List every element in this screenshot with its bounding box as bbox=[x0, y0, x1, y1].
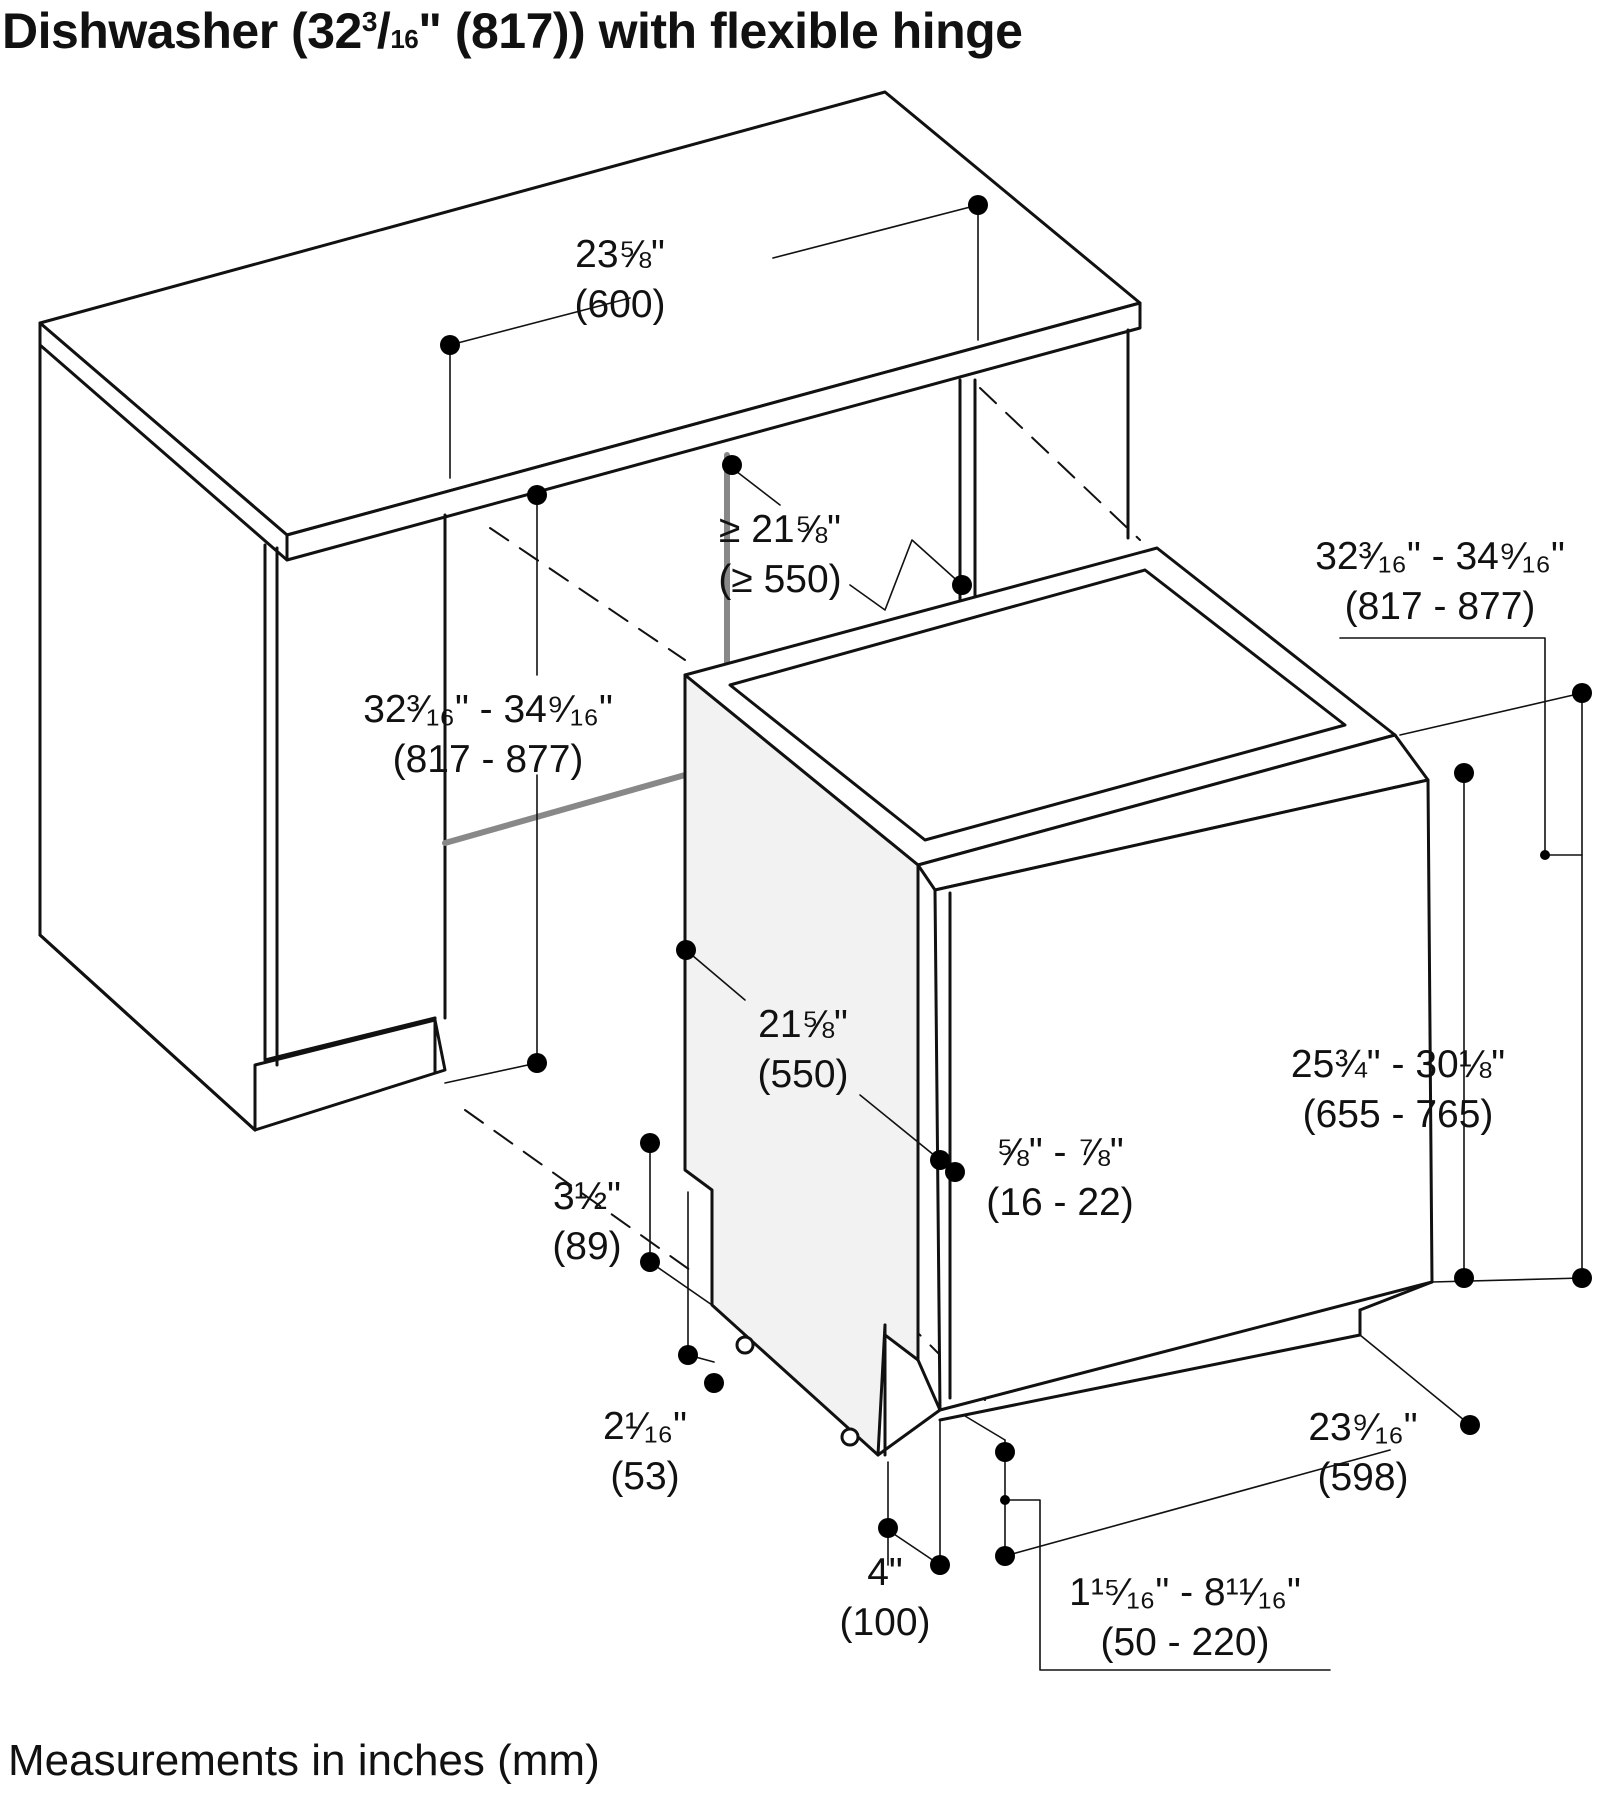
measurement-units-note: Measurements in inches (mm) bbox=[8, 1736, 600, 1785]
label-counter-depth-mm: (600) bbox=[574, 283, 666, 326]
label-width: 23⁹⁄₁₆" (598) bbox=[1283, 1403, 1443, 1503]
label-side-depth-inch: 21⅝" bbox=[758, 1003, 848, 1046]
label-toe-kick-mm: (100) bbox=[839, 1601, 931, 1644]
label-niche-height-mm: (817 - 877) bbox=[392, 738, 584, 781]
dishwasher-door bbox=[876, 733, 1434, 1457]
label-overall-height-inch: 32³⁄₁₆" - 34⁹⁄₁₆" bbox=[1315, 535, 1565, 578]
dishwasher-feet bbox=[735, 1335, 860, 1447]
label-counter-depth: 23⅝" (600) bbox=[535, 230, 705, 330]
label-niche-height: 32³⁄₁₆" - 34⁹⁄₁₆" (817 - 877) bbox=[323, 685, 653, 785]
label-plinth-height-mm: (50 - 220) bbox=[1100, 1621, 1270, 1664]
label-base-recess-inch: 3½" bbox=[552, 1175, 622, 1218]
label-door-height: 25¾" - 30⅛" (655 - 765) bbox=[1263, 1040, 1533, 1140]
label-niche-height-inch: 32³⁄₁₆" - 34⁹⁄₁₆" bbox=[363, 688, 613, 731]
label-toe-kick-inch: 4" bbox=[867, 1551, 903, 1594]
label-side-depth: 21⅝" (550) bbox=[718, 1000, 888, 1100]
label-base-step-inch: 2¹⁄₁₆" bbox=[603, 1405, 687, 1448]
dishwasher-top bbox=[683, 546, 1397, 867]
label-door-thickness: ⅝" - ⅞" (16 - 22) bbox=[965, 1128, 1155, 1228]
label-door-thickness-mm: (16 - 22) bbox=[986, 1181, 1134, 1224]
page-title: Dishwasher (323/16" (817)) with flexible… bbox=[2, 3, 1023, 59]
label-door-height-inch: 25¾" - 30⅛" bbox=[1290, 1043, 1506, 1086]
label-door-height-mm: (655 - 765) bbox=[1302, 1093, 1494, 1136]
label-plinth-height-inch: 1¹⁵⁄₁₆" - 8¹¹⁄₁₆" bbox=[1069, 1571, 1301, 1614]
label-side-depth-mm: (550) bbox=[757, 1053, 849, 1096]
label-min-depth-mm: (≥ 550) bbox=[718, 558, 842, 601]
right-cabinet-side bbox=[958, 328, 1130, 602]
label-width-inch: 23⁹⁄₁₆" bbox=[1308, 1406, 1418, 1449]
label-base-step-mm: (53) bbox=[610, 1455, 680, 1498]
niche-floor-line bbox=[442, 452, 730, 846]
label-base-recess: 3½" (89) bbox=[527, 1172, 647, 1272]
countertop bbox=[38, 90, 1142, 562]
label-min-depth-inch: ≥ 21⅝" bbox=[719, 508, 841, 551]
label-overall-height: 32³⁄₁₆" - 34⁹⁄₁₆" (817 - 877) bbox=[1275, 532, 1599, 632]
label-toe-kick: 4" (100) bbox=[825, 1548, 945, 1648]
label-overall-height-mm: (817 - 877) bbox=[1344, 585, 1536, 628]
label-width-mm: (598) bbox=[1317, 1456, 1409, 1499]
label-base-recess-mm: (89) bbox=[552, 1225, 622, 1268]
label-door-thickness-inch: ⅝" - ⅞" bbox=[996, 1131, 1124, 1174]
label-plinth-height: 1¹⁵⁄₁₆" - 8¹¹⁄₁₆" (50 - 220) bbox=[1040, 1568, 1330, 1668]
label-base-step: 2¹⁄₁₆" (53) bbox=[580, 1402, 710, 1502]
left-cabinet bbox=[38, 343, 447, 1132]
label-min-depth: ≥ 21⅝" (≥ 550) bbox=[680, 505, 880, 605]
dimension-dots bbox=[440, 195, 1592, 1575]
label-counter-depth-inch: 23⅝" bbox=[575, 233, 665, 276]
